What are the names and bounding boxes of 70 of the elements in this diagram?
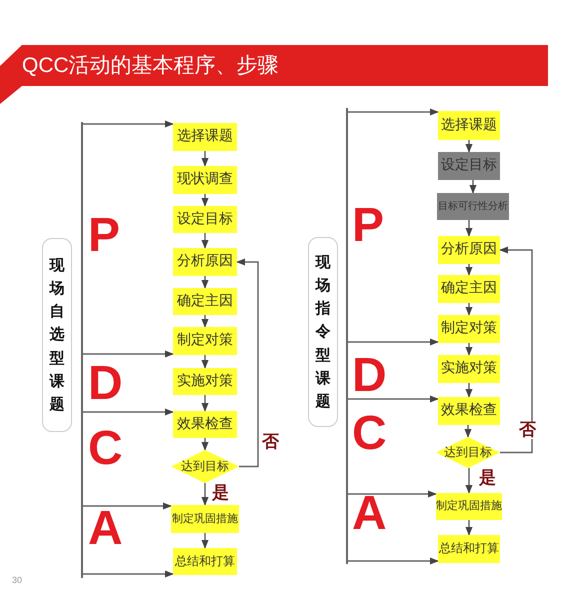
arrow <box>464 425 472 438</box>
process-box: 分析原因 <box>173 248 237 276</box>
arrow <box>499 246 533 454</box>
process-box: 确定主因 <box>173 288 237 315</box>
decision-diamond: 达到目标 <box>436 437 500 468</box>
arrow <box>469 180 477 194</box>
phase-letter: A <box>352 490 387 538</box>
phase-letter: P <box>352 202 384 250</box>
arrow <box>201 355 209 369</box>
process-box: 设定目标 <box>173 206 237 233</box>
arrow <box>465 264 473 276</box>
arrow <box>465 468 473 494</box>
process-box: 设定目标 <box>438 152 500 180</box>
title: QCC活动的基本程序、步骤 <box>22 53 279 79</box>
arrow <box>465 520 473 536</box>
arrow <box>201 315 209 328</box>
process-box: 分析原因 <box>438 236 500 264</box>
process-box: 总结和打算 <box>173 548 237 575</box>
arrow <box>201 194 209 207</box>
category-box: 现场自选型课题 <box>42 238 72 432</box>
category-box: 现场指令型课题 <box>308 237 338 427</box>
process-box: 效果检查 <box>438 397 500 425</box>
process-box: 制定巩固措施 <box>171 505 239 533</box>
arrow <box>201 276 209 289</box>
phase-letter: D <box>88 360 123 408</box>
edge-label: 否 <box>518 422 537 439</box>
arrow <box>201 483 209 506</box>
page-number: 30 <box>12 576 22 585</box>
edge-label: 是 <box>478 470 497 487</box>
process-box: 实施对策 <box>173 368 237 395</box>
arrow <box>348 557 439 565</box>
process-box: 选择课题 <box>173 123 237 151</box>
arrow <box>201 533 209 549</box>
arrow <box>201 395 209 412</box>
phase-letter: C <box>352 410 387 458</box>
edge-label: 否 <box>261 434 280 451</box>
process-box: 效果检查 <box>173 411 237 438</box>
process-box: 现状调查 <box>173 166 237 194</box>
arrow <box>83 502 172 510</box>
arrow <box>348 395 439 403</box>
process-box: 目标可行性分析 <box>437 193 509 220</box>
phase-letter: A <box>88 505 123 553</box>
process-box: 选择课题 <box>438 111 500 140</box>
phase-letter: P <box>88 212 120 260</box>
arrow <box>348 490 437 498</box>
arrow <box>465 343 473 356</box>
phase-letter: C <box>88 425 123 473</box>
process-box: 制定对策 <box>438 315 500 343</box>
arrow <box>236 258 259 468</box>
arrow <box>83 570 174 578</box>
process-box: 确定主因 <box>438 275 500 303</box>
arrow <box>465 303 473 316</box>
process-box: 实施对策 <box>438 355 500 383</box>
phase-letter: D <box>352 352 387 400</box>
arrow <box>83 120 174 128</box>
arrow <box>465 140 473 153</box>
arrow <box>201 438 209 451</box>
arrow <box>465 383 473 398</box>
arrow <box>465 220 473 237</box>
process-box: 制定对策 <box>173 327 237 355</box>
arrow <box>83 350 174 358</box>
arrow <box>83 408 174 416</box>
arrow <box>348 108 439 116</box>
process-box: 制定巩固措施 <box>436 493 502 520</box>
decision-diamond: 达到目标 <box>171 450 239 483</box>
edge-label: 是 <box>211 485 230 502</box>
arrow <box>201 151 209 167</box>
arrow <box>201 233 209 249</box>
process-box: 总结和打算 <box>438 535 500 563</box>
arrow <box>348 338 439 346</box>
